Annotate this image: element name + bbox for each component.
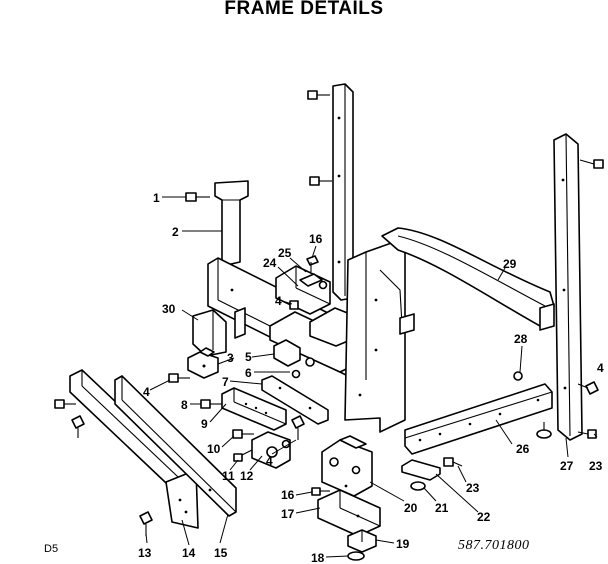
part-screw-13 [139,511,153,536]
callout-6: 6 [245,366,252,380]
callout-19: 19 [396,537,410,551]
callout-12: 12 [240,469,254,483]
page-code: D5 [44,543,59,555]
callout-26: 26 [516,442,530,456]
callout-9: 9 [201,417,208,431]
callout-4-right: 4 [597,361,604,375]
part-screw-1 [185,192,210,202]
part-screw-4-bottom [291,415,305,440]
part-screw-right-top [579,159,604,169]
callout-28: 28 [514,332,528,346]
part-screw-16-bottom [311,487,330,496]
part-right-rail-27 [553,133,583,441]
part-screw-right-mid [577,381,599,395]
callout-labels: 1 2 3 4 4 4 4 5 6 7 8 9 10 11 12 13 14 1… [138,191,604,564]
callout-22: 22 [477,510,491,524]
callout-4-left: 4 [143,385,150,399]
callout-13: 13 [138,546,152,560]
part-screw-4-top [289,280,328,310]
callout-1: 1 [153,191,160,205]
part-side-bracket-2 [214,180,249,267]
callout-17: 17 [281,507,295,521]
callout-23-center: 23 [466,481,480,495]
part-top-brace-29 [381,227,555,331]
callout-2: 2 [172,225,179,239]
callout-8: 8 [181,398,188,412]
model-number: 587.701800 [458,538,530,553]
callout-23-right: 23 [589,459,603,473]
part-hinge-bracket-3 [187,347,219,379]
callout-3: 3 [227,351,234,365]
part-bracket-22 [401,459,441,481]
callout-24: 24 [263,256,277,270]
callout-21: 21 [435,501,449,515]
part-right-side-plate [344,239,415,433]
part-screw-11 [233,449,253,462]
part-screw-16-top [306,255,319,272]
diagram-title: FRAME DETAILS [224,0,384,19]
part-screw-23-center [443,457,463,467]
callout-14: 14 [182,546,196,560]
part-bumper-26 [536,422,552,439]
callout-16-bottom: 16 [281,488,295,502]
callout-4-bottom: 4 [266,454,273,468]
callout-27: 27 [560,459,574,473]
part-screw-top-center [307,90,332,186]
callout-10: 10 [207,442,221,456]
part-screw-10 [232,429,254,439]
part-long-rail-15 [114,375,237,517]
callout-15: 15 [214,546,228,560]
part-foot-19 [347,529,377,553]
part-nut-21 [410,481,426,491]
callout-29: 29 [503,257,517,271]
part-screw-23-right [577,429,597,439]
part-screw-rail-left [54,399,85,438]
callout-18: 18 [311,551,325,564]
callout-5: 5 [245,350,252,364]
callout-4-top: 4 [275,294,282,308]
part-clip-5-6 [273,339,315,379]
part-hinge-20 [321,435,373,497]
callout-7: 7 [222,375,229,389]
part-screw-4-left [168,373,190,383]
callout-11: 11 [222,469,235,483]
part-plate-30 [192,309,227,357]
part-nut-18 [347,551,365,561]
part-bar-7 [261,375,329,425]
callout-16-top: 16 [309,232,323,246]
callout-20: 20 [404,501,418,515]
leader-lines [145,196,598,558]
part-lower-bar-26 [404,383,553,455]
part-screw-8 [200,399,222,409]
part-long-rail-14 [69,369,199,529]
part-screw-28 [513,371,523,381]
callout-30: 30 [162,302,176,316]
callout-25: 25 [278,246,292,260]
part-plate-17 [317,489,381,537]
part-latch-12 [251,431,291,469]
